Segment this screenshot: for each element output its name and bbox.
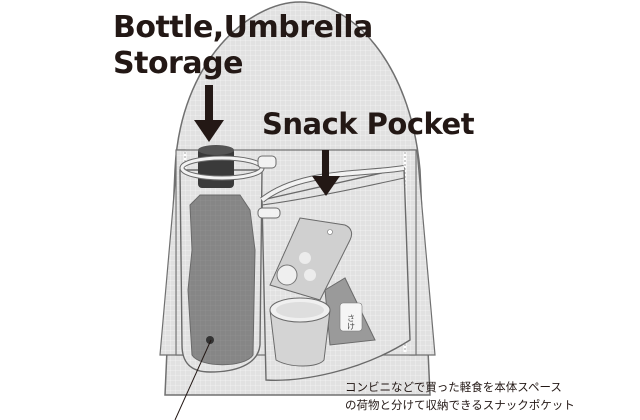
umbrella-button — [206, 336, 214, 344]
label-line-1: Bottle,Umbrella — [113, 10, 373, 45]
onigiri-label — [339, 302, 363, 332]
package-label-text: さけ — [347, 314, 356, 330]
caption: コンビニなどで買った軽食を本体スペース の荷物と分けて収納できるスナックポケット — [345, 378, 575, 414]
snack-packet — [269, 217, 353, 301]
bottle-umbrella-storage-label: Bottle,Umbrella Storage — [113, 10, 373, 82]
caption-line-1: コンビニなどで買った軽食を本体スペース — [345, 380, 562, 394]
arrow-snack — [312, 150, 340, 196]
umbrella — [187, 194, 256, 366]
leader-line — [174, 339, 212, 420]
label-line-2: Storage — [113, 46, 243, 81]
caption-line-2: の荷物と分けて収納できるスナックポケット — [345, 398, 575, 412]
pudding-cup — [269, 297, 331, 367]
snack-pocket-label: Snack Pocket — [262, 107, 475, 141]
arrow-bottle — [194, 85, 224, 142]
